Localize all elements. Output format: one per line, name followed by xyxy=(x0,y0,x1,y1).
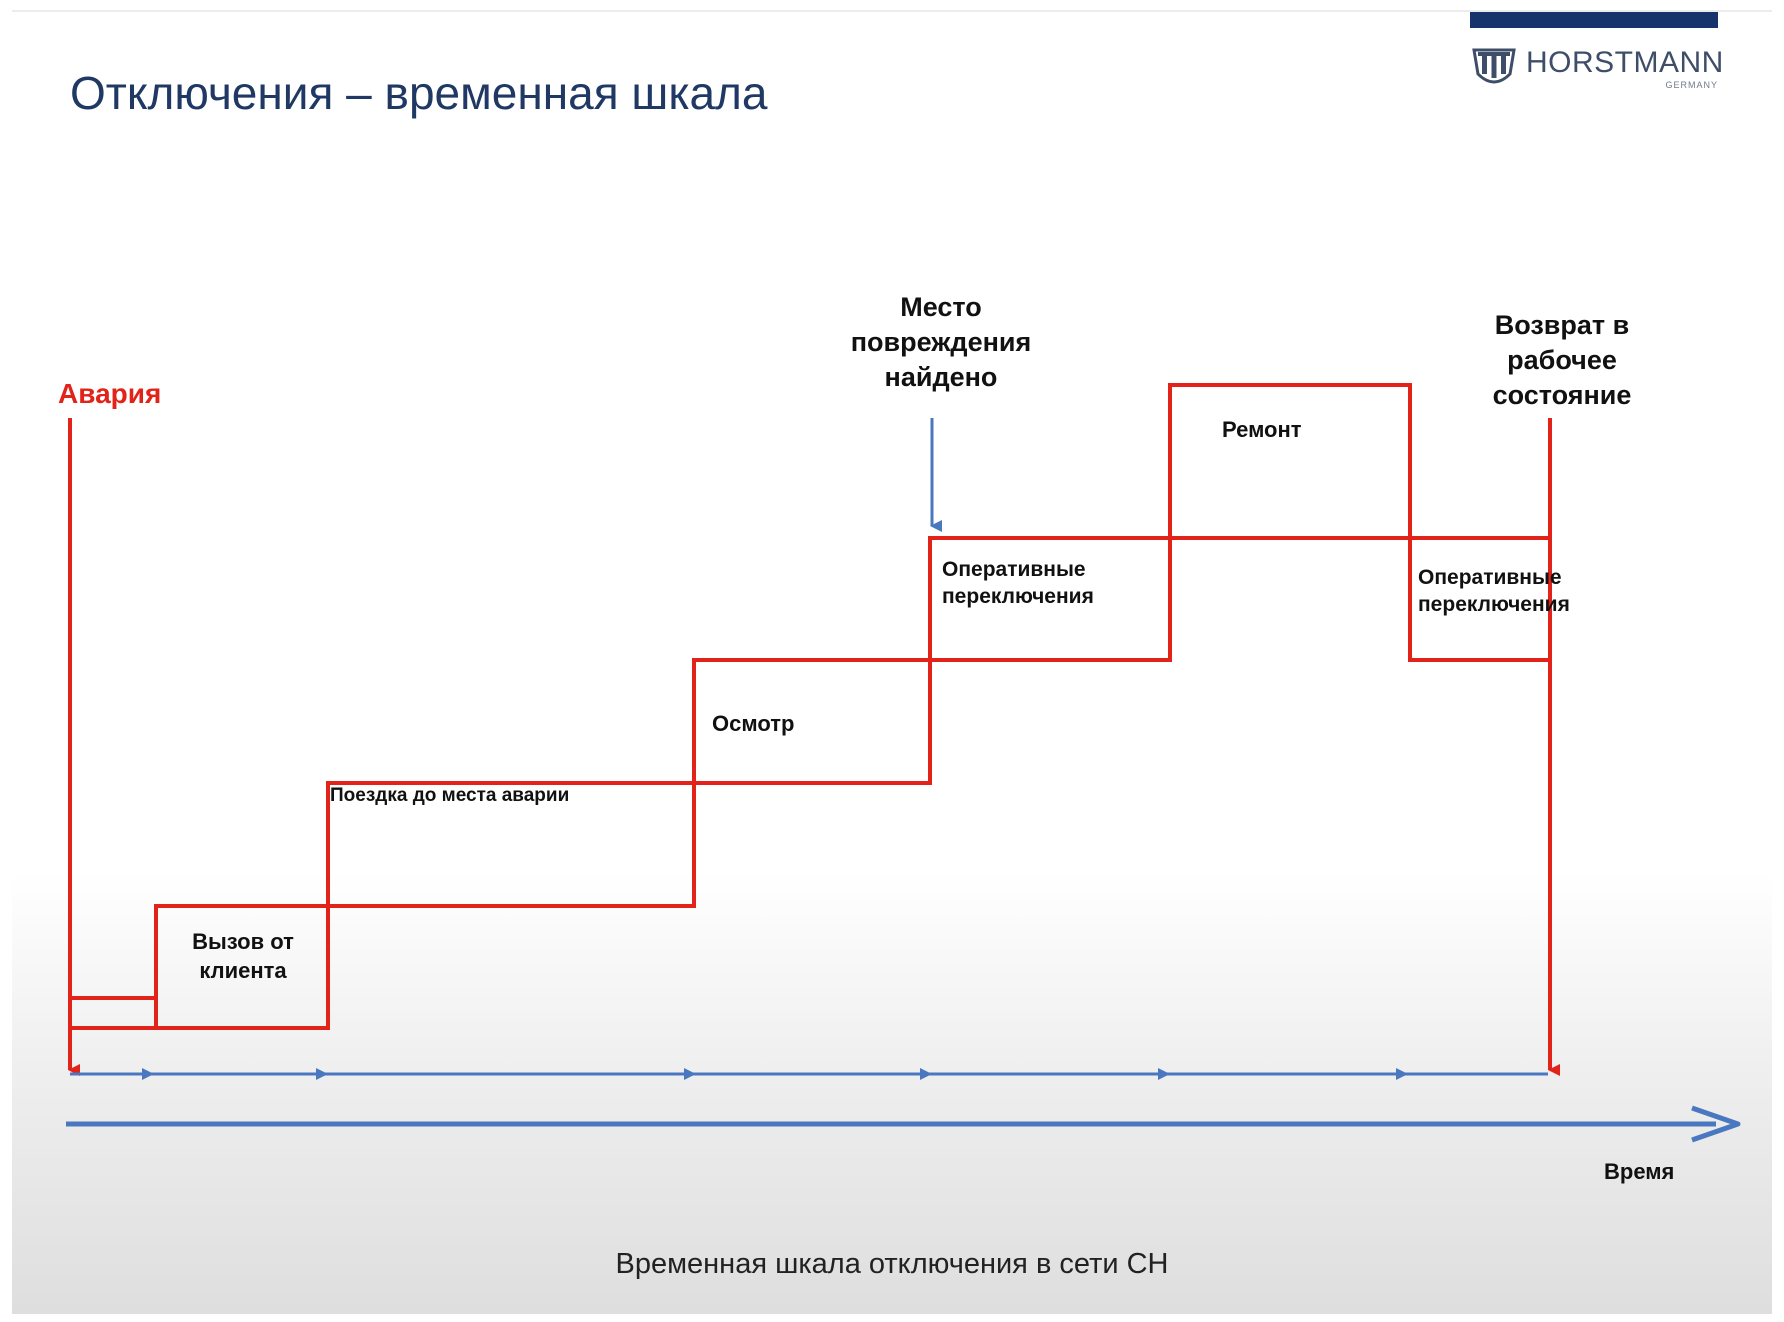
stage-box-switching-1 xyxy=(928,536,1172,662)
time-axis-label: Время xyxy=(1604,1159,1675,1184)
accident-label: Авария xyxy=(58,378,162,409)
stage-label-switching-1: Оперативные переключения xyxy=(942,558,1094,609)
logo-wordmark: HORSTMANN xyxy=(1526,46,1724,79)
logo-subtitle: GERMANY xyxy=(1665,80,1718,90)
stage-box-travel xyxy=(326,781,696,908)
stage-label-inspection: Осмотр xyxy=(712,711,795,736)
stage-label-switching-2: Оперативные переключения xyxy=(1418,566,1570,617)
slide-caption: Временная шкала отключения в сети СН xyxy=(615,1248,1169,1280)
stage-box-repair xyxy=(1168,383,1412,540)
time-axis-arrowhead xyxy=(1691,1105,1741,1143)
stage-label-travel: Поездка до места аварии xyxy=(330,785,570,806)
stage-label-call: Вызов от клиента xyxy=(192,929,294,983)
stage-timeline-ticks xyxy=(142,1068,1408,1080)
restored-label: Возврат в рабочее состояние xyxy=(1492,310,1632,411)
stage-label-repair: Ремонт xyxy=(1222,417,1302,442)
horstmann-logo: HORSTMANN GERMANY xyxy=(1470,42,1723,102)
fault-found-label: Место повреждения найдено xyxy=(850,292,1032,393)
stage-box-inspection xyxy=(692,658,932,785)
page-title: Отключения – временная шкала xyxy=(70,67,768,119)
stage-box-call xyxy=(154,904,330,1030)
stage-box-detection xyxy=(68,996,158,1030)
logo-bar xyxy=(1470,12,1718,28)
horstmann-logo-icon xyxy=(1472,48,1516,84)
